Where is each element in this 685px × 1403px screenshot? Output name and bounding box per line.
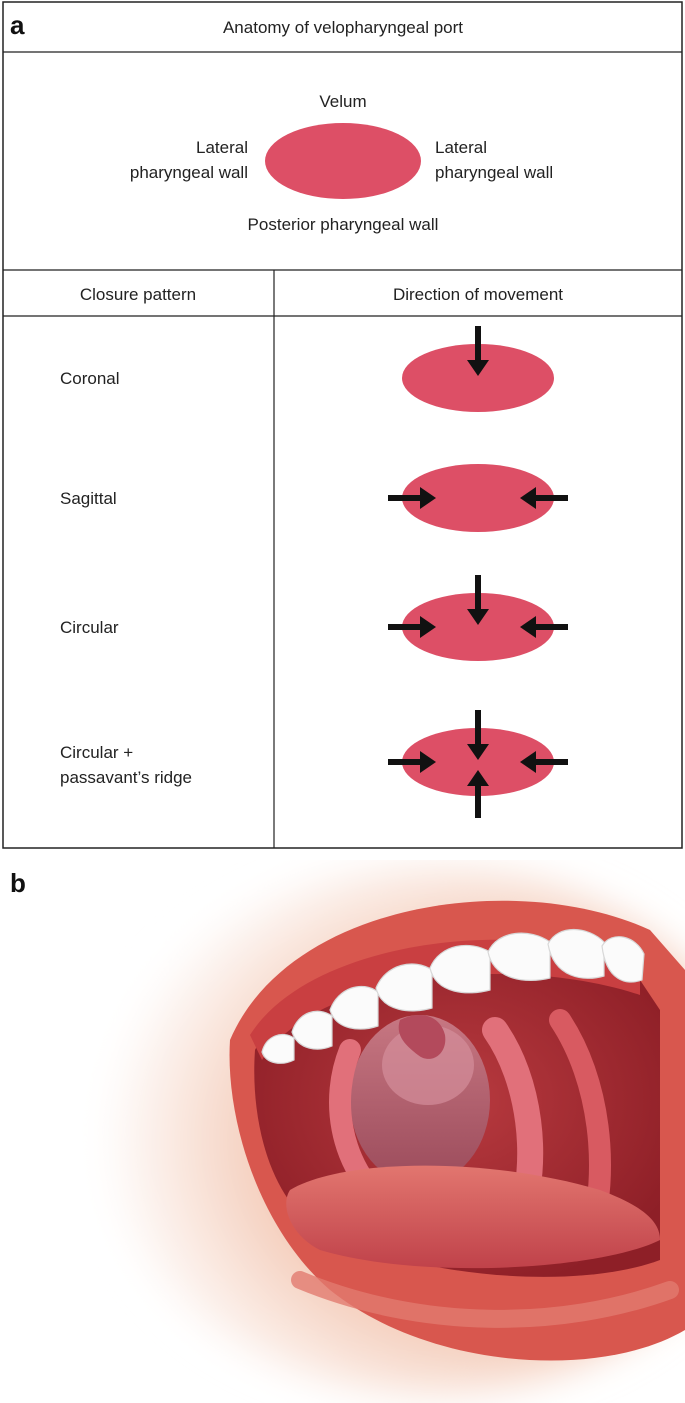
arrow-from-left [388,751,436,773]
table-border [2,1,683,849]
left-lateral-wall-label-line2: pharyngeal wall [130,163,248,182]
posterior-wall-label: Posterior pharyngeal wall [248,215,439,234]
left-lateral-wall-label-line1: Lateral [196,138,248,157]
closure-pattern-label: Sagittal [60,489,117,508]
closure-pattern-label-line2: passavant’s ridge [60,768,192,787]
closure-pattern-label: Circular [60,618,119,637]
arrow-from-right [520,616,568,638]
upper-teeth [261,929,645,1064]
right-lateral-wall-label-line2: pharyngeal wall [435,163,553,182]
uvula [398,1015,446,1059]
closure-pattern-label: Circular + [60,743,133,762]
arrow-from-top [467,326,489,376]
closure-row: Sagittal [60,464,568,532]
arrow-from-top [467,710,489,760]
table-title: Anatomy of velopharyngeal port [223,18,463,37]
velopharyngeal-port-shape [265,123,421,199]
panel-b-letter: b [10,868,26,898]
arrow-from-top [467,575,489,625]
closure-row: Circular + passavant’s ridge [60,710,568,818]
closure-row: Circular [60,575,568,661]
arrow-from-left [388,616,436,638]
velum-label: Velum [319,92,366,111]
velopharyngeal-closure-table: Anatomy of velopharyngeal port Velum Lat… [2,1,683,849]
direction-header: Direction of movement [393,285,563,304]
closure-pattern-label: Coronal [60,369,120,388]
port-shape [402,593,554,661]
port-shape [402,464,554,532]
arrow-from-bottom [467,770,489,818]
open-mouth-illustration [100,865,685,1395]
pharynx-highlight [382,1025,474,1105]
closure-pattern-header: Closure pattern [80,285,196,304]
arrow-from-right [520,751,568,773]
port-shape [402,728,554,796]
arrow-from-left [388,487,436,509]
lower-lip-highlight [291,1271,679,1328]
port-shape [402,344,554,412]
right-lateral-wall-label-line1: Lateral [435,138,487,157]
closure-row: Coronal [60,326,554,412]
tongue [286,1165,660,1269]
arrow-from-right [520,487,568,509]
panel-a-letter: a [10,10,25,40]
